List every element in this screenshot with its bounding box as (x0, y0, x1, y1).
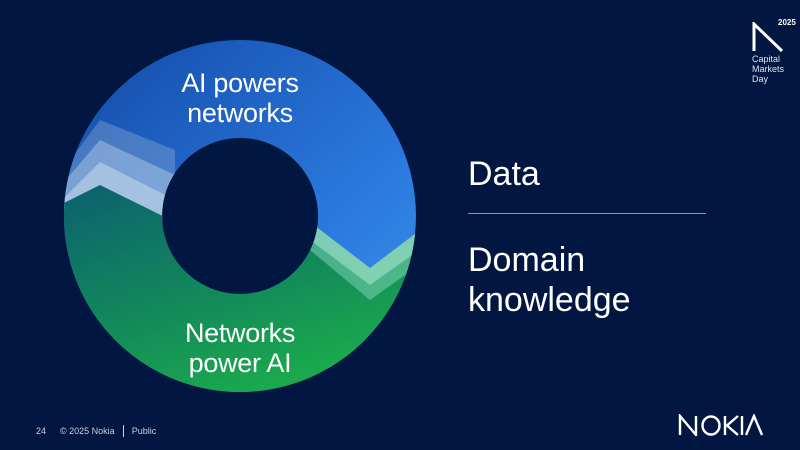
left-chevron-band (63, 162, 175, 240)
side-item-domain-knowledge: Domain knowledge (468, 241, 631, 319)
divider (468, 213, 706, 214)
top-segment-label: AI powers networks (181, 68, 299, 128)
badge-text: Capital Markets Day (752, 54, 785, 84)
nokia-logo (678, 414, 764, 436)
classification: Public (131, 426, 157, 436)
left-chevron-band (63, 140, 175, 240)
bottom-segment-label: Networks power AI (184, 318, 296, 378)
badge-year: 2025 (778, 18, 796, 27)
side-item-data: Data (468, 155, 540, 193)
copyright: © 2025 Nokia (60, 426, 115, 436)
footer: 24 © 2025 Nokia Public (36, 425, 156, 437)
n-mark-icon (752, 22, 784, 52)
page-number: 24 (36, 426, 47, 436)
footer-separator (122, 425, 124, 437)
